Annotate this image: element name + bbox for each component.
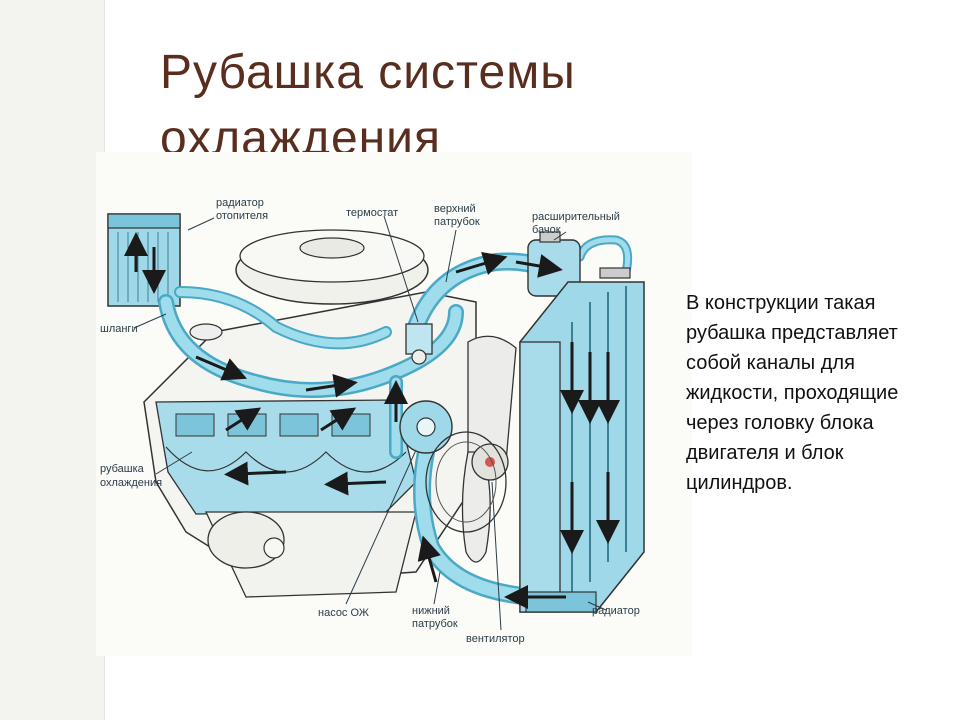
label-cooling-jacket-2: охлаждения: [100, 477, 162, 489]
label-leader-lines: [133, 215, 607, 631]
label-lower-hose-2: патрубок: [412, 618, 458, 630]
cooling-system-diagram: радиатор отопителя термостат верхний пат…: [96, 152, 692, 656]
radiator: [519, 281, 645, 613]
label-expansion-tank: расширительный: [532, 211, 620, 223]
slide-side-band: [0, 0, 105, 720]
label-upper-hose-2: патрубок: [434, 216, 480, 228]
slide-caption: В конструкции такая рубашка представляет…: [686, 292, 899, 494]
coolant-flow-arrows: [124, 232, 620, 609]
heater-radiator: [107, 213, 181, 307]
label-fan: вентилятор: [466, 633, 525, 645]
label-coolant-pump: насос ОЖ: [318, 607, 369, 619]
label-thermostat: термостат: [346, 207, 398, 219]
slide-title: Рубашка системы охлаждения: [160, 40, 760, 172]
slide-title-line-1: Рубашка системы: [160, 46, 576, 99]
label-hoses: шланги: [100, 323, 138, 335]
label-expansion-tank-2: бачок: [532, 224, 561, 236]
fan: [425, 335, 517, 563]
label-cooling-jacket: рубашка: [100, 463, 145, 475]
label-heater-radiator: радиатор: [216, 197, 264, 209]
label-lower-hose: нижний: [412, 605, 450, 617]
engine-cooling-illustration: радиатор отопителя термостат верхний пат…: [100, 197, 645, 645]
label-heater-radiator-2: отопителя: [216, 210, 268, 222]
label-upper-hose: верхний: [434, 203, 476, 215]
label-radiator: радиатор: [592, 605, 640, 617]
thermostat-and-pump: [399, 323, 453, 454]
